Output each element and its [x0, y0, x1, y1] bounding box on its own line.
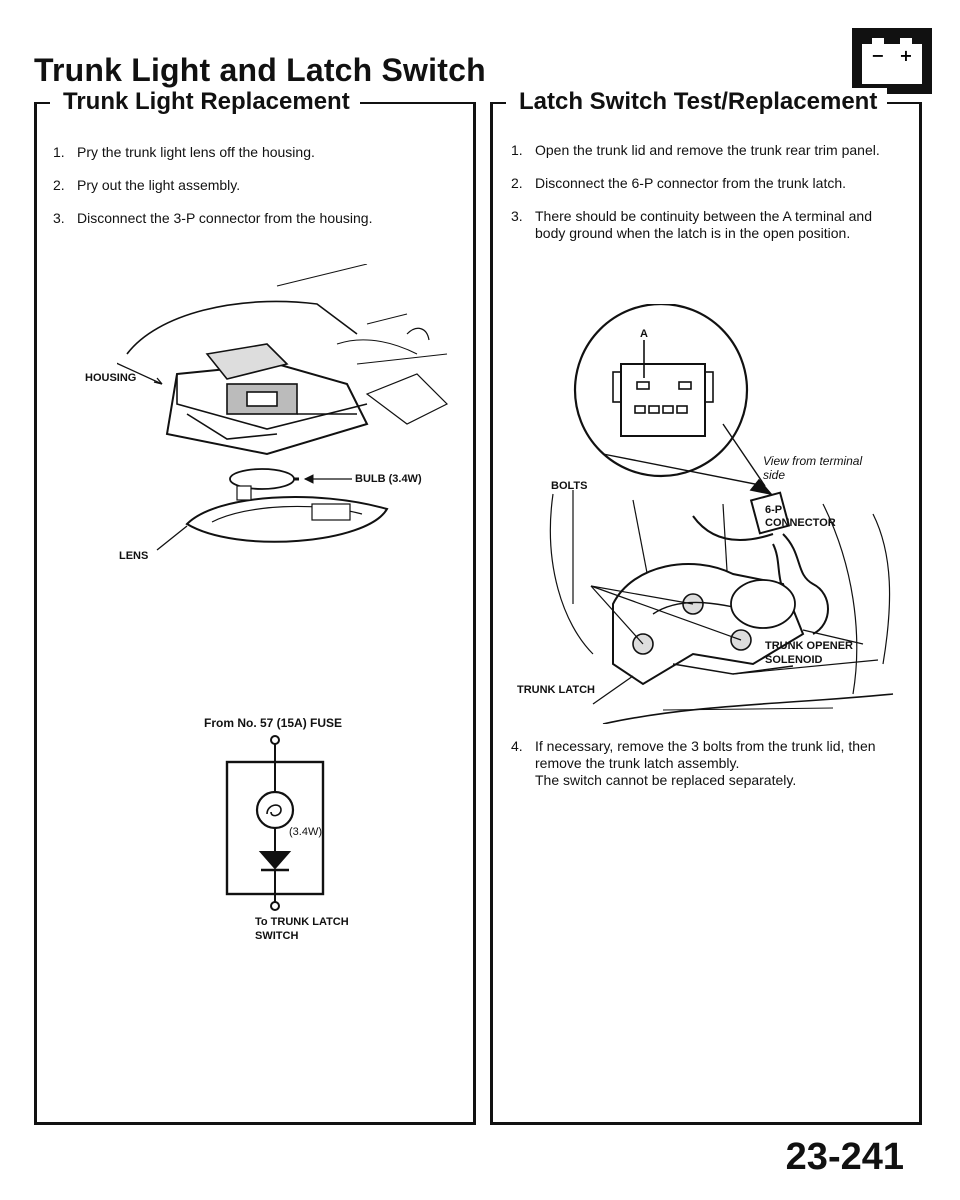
terminal-a-label: A: [640, 328, 648, 340]
connector-label: 6-P: [765, 504, 783, 516]
step-item: 3.Disconnect the 3-P connector from the …: [53, 210, 373, 227]
battery-icon: − +: [852, 28, 932, 94]
fuse-label: From No. 57 (15A) FUSE: [204, 716, 343, 730]
section-title: Trunk Light Replacement: [53, 88, 360, 116]
trunk-latch-label: TRUNK LATCH: [517, 684, 596, 696]
svg-text:−: −: [871, 46, 884, 65]
latch-switch-label-2: SWITCH: [255, 930, 299, 942]
latch-switch-label: To TRUNK LATCH: [255, 916, 349, 928]
step-item: 2.Disconnect the 6-P connector from the …: [511, 175, 847, 192]
trunk-light-illustration: [113, 263, 467, 564]
housing-label: HOUSING: [85, 372, 137, 384]
svg-text:+: +: [899, 46, 912, 65]
view-from-label: View from terminal: [763, 454, 863, 468]
trunk-light-replacement-section: Trunk Light Replacement 1.Pry the trunk …: [34, 88, 476, 1125]
bulb-rating-label: (3.4W): [289, 826, 322, 838]
view-from-label-2: side: [763, 468, 786, 482]
section-title: Latch Switch Test/Replacement: [509, 88, 888, 116]
solenoid-label-2: SOLENOID: [765, 654, 823, 666]
bulb-label: BULB (3.4W): [355, 473, 422, 485]
solenoid-label: TRUNK OPENER: [765, 640, 854, 652]
step-item: 2.Pry out the light assembly.: [53, 177, 241, 194]
trunk-latch-illustration: [533, 302, 913, 725]
page-title: Trunk Light and Latch Switch: [34, 52, 486, 88]
step-item: 1.Open the trunk lid and remove the trun…: [511, 142, 880, 158]
removal-step: 4. If necessary, remove the 3 bolts from…: [511, 738, 903, 805]
lens-label: LENS: [119, 550, 149, 562]
step-item: 4. If necessary, remove the 3 bolts from…: [511, 738, 876, 789]
replacement-steps: 1.Pry the trunk light lens off the housi…: [53, 144, 463, 243]
bulb-circuit-schematic: [215, 734, 335, 914]
step-item: 1.Pry the trunk light lens off the housi…: [53, 144, 315, 160]
page-number: 23-241: [785, 1136, 904, 1178]
bolts-label: BOLTS: [551, 480, 588, 492]
connector-label-2: CONNECTOR: [765, 517, 836, 529]
latch-switch-section: Latch Switch Test/Replacement 1.Open the…: [490, 88, 922, 1125]
step-item: 3.There should be continuity between the…: [511, 208, 872, 242]
latch-test-steps: 1.Open the trunk lid and remove the trun…: [511, 142, 903, 258]
